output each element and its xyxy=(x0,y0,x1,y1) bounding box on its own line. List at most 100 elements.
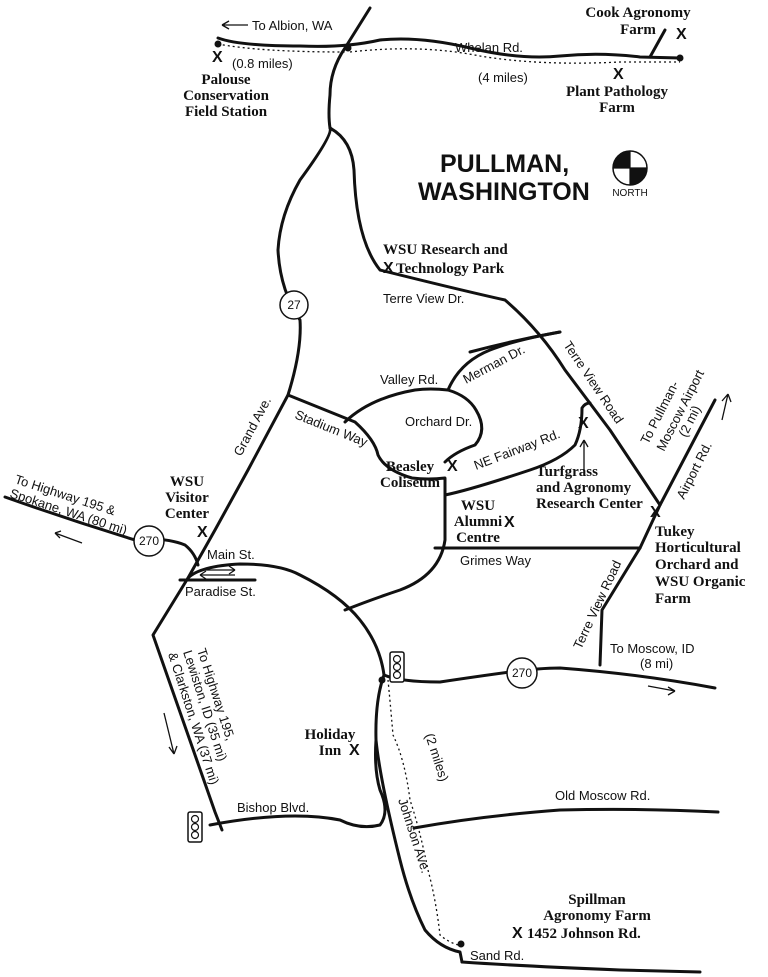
road-sand xyxy=(460,960,702,974)
place-palouse-station: X Palouse Conservation Field Station xyxy=(183,49,269,120)
place-label: Inn xyxy=(319,743,342,759)
shield-label: 270 xyxy=(512,666,532,680)
road-terre-view-dr xyxy=(328,126,662,507)
road-main-st xyxy=(186,562,386,677)
road-north-main xyxy=(151,6,372,832)
place-turfgrass-center: X Turfgrass and Agronomy Research Center xyxy=(536,415,643,512)
marker-x-icon: X xyxy=(212,49,223,66)
marker-x-icon: X xyxy=(650,504,661,521)
map-title-line1: PULLMAN, xyxy=(440,150,569,178)
road-johnson-ave xyxy=(374,673,464,964)
route-dot xyxy=(344,44,352,52)
marker-x-icon: X xyxy=(447,458,458,475)
marker-x-icon: X xyxy=(383,260,394,277)
road-stadium-way xyxy=(286,393,447,612)
marker-x-icon: X xyxy=(676,26,687,43)
road-valley-rd xyxy=(343,387,450,424)
place-label: Coliseum xyxy=(380,475,441,491)
arrow-lewiston xyxy=(163,712,178,755)
place-label: Field Station xyxy=(185,104,268,120)
arrow-moscow xyxy=(647,685,676,696)
label-to-moscow: To Moscow, ID xyxy=(610,641,695,656)
place-label: Turfgrass xyxy=(536,464,598,480)
place-label: Tukey xyxy=(655,524,695,540)
place-wsu-research-park: WSU Research and X Technology Park xyxy=(383,242,508,277)
label-whelan-rd: Whelan Rd. xyxy=(455,40,523,55)
label-to-albion: To Albion, WA xyxy=(252,18,333,33)
marker-x-icon: X xyxy=(578,415,589,432)
arrow-albion xyxy=(221,20,248,30)
place-plant-pathology: X Plant Pathology Farm xyxy=(566,66,669,116)
place-label: Farm xyxy=(620,22,656,38)
place-label: Alumni xyxy=(454,514,502,530)
place-label: Research Center xyxy=(536,496,643,512)
label-dist-08: (0.8 miles) xyxy=(232,56,293,71)
route-palouse xyxy=(217,43,346,53)
place-label: Agronomy Farm xyxy=(543,908,651,924)
place-label: Spillman xyxy=(568,892,626,908)
map-title-line2: WASHINGTON xyxy=(418,178,590,206)
highway-shield-270-east: 270 xyxy=(506,657,538,689)
place-spillman-farm: Spillman Agronomy Farm X 1452 Johnson Rd… xyxy=(512,892,651,942)
dotted-routes xyxy=(214,40,684,948)
place-label: Plant Pathology xyxy=(566,84,669,100)
marker-x-icon: X xyxy=(349,742,360,759)
highway-shield-270-west: 270 xyxy=(133,525,165,557)
arrow-spokane xyxy=(54,530,83,544)
place-label: WSU Organic xyxy=(655,574,746,590)
label-to-moscow-dist: (8 mi) xyxy=(640,656,673,671)
label-valley-rd: Valley Rd. xyxy=(380,372,438,387)
road-merman-dr xyxy=(446,330,562,392)
place-label: WSU xyxy=(461,498,495,514)
shield-label: 27 xyxy=(287,298,301,312)
place-label: WSU xyxy=(170,474,204,490)
route-dot xyxy=(214,40,222,48)
label-paradise-st: Paradise St. xyxy=(185,584,256,599)
place-label: Centre xyxy=(456,530,500,546)
marker-x-icon: X xyxy=(197,524,208,541)
label-terre-view-road-se: Terre View Road xyxy=(570,558,624,651)
place-label: Farm xyxy=(655,591,691,607)
place-label: Palouse xyxy=(201,72,251,88)
place-label: Horticultural xyxy=(655,540,741,556)
traffic-signal-icon xyxy=(389,651,405,683)
label-grimes-way: Grimes Way xyxy=(460,553,532,568)
marker-x-icon: X xyxy=(512,925,523,942)
marker-x-icon: X xyxy=(504,514,515,531)
road-hwy270-east xyxy=(382,666,717,690)
place-alumni-centre: WSU Alumni Centre X xyxy=(454,498,515,546)
highway-shield-27: 27 xyxy=(279,290,309,320)
road-orchard-dr xyxy=(443,388,484,464)
place-label: 1452 Johnson Rd. xyxy=(527,926,641,942)
place-label: Center xyxy=(165,506,209,522)
label-old-moscow-rd: Old Moscow Rd. xyxy=(555,788,650,803)
label-terre-view-dr: Terre View Dr. xyxy=(383,291,464,306)
label-main-st: Main St. xyxy=(207,547,255,562)
place-label: Technology Park xyxy=(396,261,505,277)
place-label: WSU Research and xyxy=(383,242,508,258)
label-grand-ave: Grand Ave. xyxy=(230,394,274,458)
place-label: Beasley xyxy=(386,459,435,475)
place-holiday-inn: Holiday Inn X xyxy=(305,727,360,759)
place-visitor-center: WSU Visitor Center X xyxy=(165,474,209,541)
place-tukey-orchard: X Tukey Horticultural Orchard and WSU Or… xyxy=(650,504,746,607)
place-label: Cook Agronomy xyxy=(585,5,691,21)
place-label: Conservation xyxy=(183,88,269,104)
place-label: Farm xyxy=(599,100,635,116)
traffic-signal-icon xyxy=(187,811,203,843)
place-label: and Agronomy xyxy=(536,480,632,496)
road-ne-fairway xyxy=(443,401,592,497)
route-plant-pathology xyxy=(349,48,680,64)
place-label: Orchard and xyxy=(655,557,739,573)
route-dot xyxy=(378,676,386,684)
road-whelan xyxy=(216,36,682,60)
label-dist-4: (4 miles) xyxy=(478,70,528,85)
label-bishop-blvd: Bishop Blvd. xyxy=(237,800,309,815)
route-dot xyxy=(676,54,684,62)
marker-x-icon: X xyxy=(613,66,624,83)
label-sand-rd: Sand Rd. xyxy=(470,948,524,963)
road-network xyxy=(3,6,720,974)
arrow-paradise xyxy=(199,570,235,580)
shield-label: 270 xyxy=(139,534,159,548)
arrow-main-st xyxy=(200,565,236,575)
